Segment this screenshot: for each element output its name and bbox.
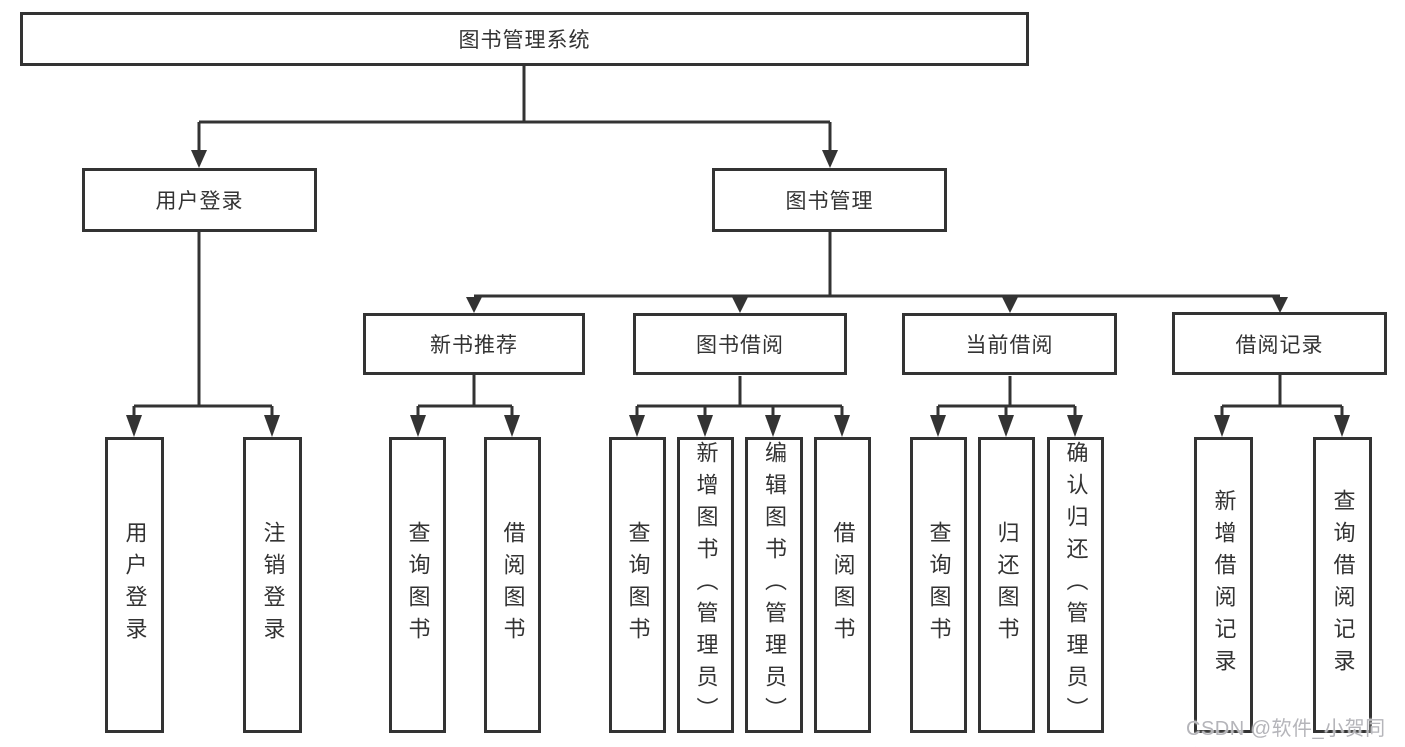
leaf-query-books-recommend: 查询图书: [389, 437, 446, 733]
node-borrowing-records: 借阅记录: [1172, 312, 1387, 375]
leaf-confirm-return-admin: 确认归还（管理员）: [1047, 437, 1104, 733]
watermark: CSDN @软件_小贺同学: [1186, 718, 1386, 740]
node-user-login: 用户登录: [82, 168, 317, 232]
leaf-borrow-books-recommend: 借阅图书: [484, 437, 541, 733]
node-current-borrowing: 当前借阅: [902, 313, 1117, 375]
leaf-return-books: 归还图书: [978, 437, 1035, 733]
leaf-user-login: 用户登录: [105, 437, 164, 733]
leaf-borrow-books-borrow: 借阅图书: [814, 437, 871, 733]
leaf-query-books-borrow: 查询图书: [609, 437, 666, 733]
node-book-management: 图书管理: [712, 168, 947, 232]
leaf-query-books-current: 查询图书: [910, 437, 967, 733]
leaf-query-borrow-record: 查询借阅记录: [1313, 437, 1372, 733]
leaf-add-books-admin: 新增图书（管理员）: [677, 437, 734, 733]
node-book-borrowing: 图书借阅: [633, 313, 847, 375]
leaf-logout-login: 注销登录: [243, 437, 302, 733]
leaf-edit-books-admin: 编辑图书（管理员）: [745, 437, 803, 733]
node-root: 图书管理系统: [20, 12, 1029, 66]
leaf-add-borrow-record: 新增借阅记录: [1194, 437, 1253, 733]
node-new-book-recommend: 新书推荐: [363, 313, 585, 375]
